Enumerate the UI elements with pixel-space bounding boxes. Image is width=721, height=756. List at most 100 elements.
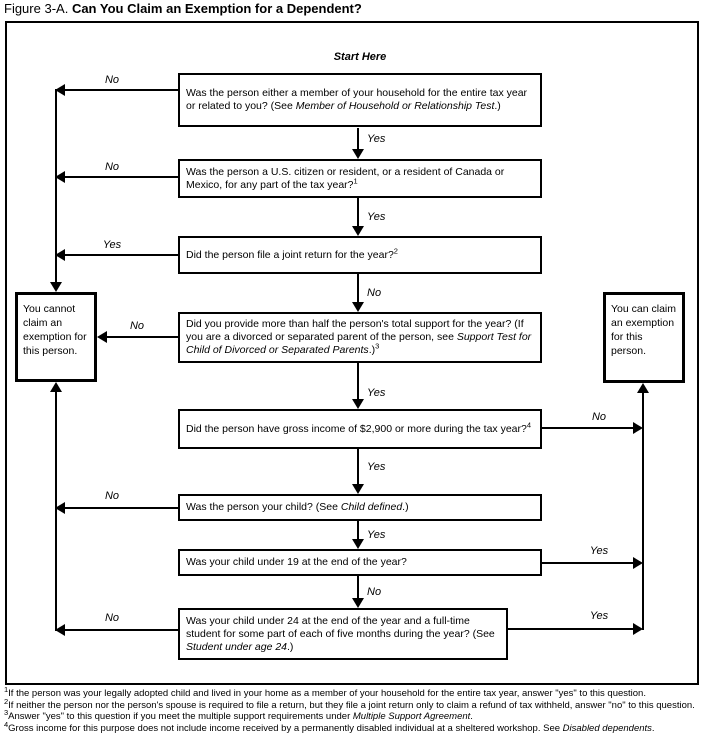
box-citizen-test-text: Was the person a U.S. citizen or residen… [186,166,534,192]
connector-q5-q6-arrowhead [352,484,364,494]
figure-title: Figure 3-A. Can You Claim an Exemption f… [4,1,362,16]
footnote-3-end: . [470,711,473,722]
footnote-3-number: 3 [4,707,9,717]
footnote-2-number: 2 [4,696,9,706]
arrow-q2-no-arrowhead [55,171,65,183]
text-segment-italic: Student under age 24 [186,640,288,653]
connector-q7-q8-line [357,576,359,600]
label-q1-no: No [104,74,120,86]
label-q6-no: No [104,490,120,502]
arrow-q8-yes-line [508,628,634,630]
box-gross-income: Did the person have gross income of $2,9… [178,409,542,449]
box-under-24-student-text: Was your child under 24 at the end of th… [186,615,500,654]
connector-q1-q2-line [357,128,359,151]
footnote-1-number: 1 [4,684,9,694]
label-q7-no: No [367,586,382,598]
connector-q6-q7-arrowhead [352,539,364,549]
left-rail-upper-line [55,89,57,284]
footnote-4-text: Gross income for this purpose does not i… [8,722,563,734]
arrow-q5-no-arrowhead [633,422,643,434]
arrow-q3-yes-arrowhead [55,249,65,261]
arrow-q8-no-line [64,629,178,631]
text-segment: Did the person have gross income of $2,9… [186,422,527,435]
label-q4-no: No [129,320,145,332]
text-segment: .) [368,344,376,356]
connector-q4-q5-line [357,363,359,401]
arrow-q7-yes-line [542,562,634,564]
connector-q6-q7-line [357,521,359,541]
figure-number: Figure 3-A. [4,1,69,16]
footnote-4: 4Gross income for this purpose does not … [4,720,718,735]
box-household-test-text: Was the person either a member of your h… [186,87,534,113]
figure-title-text: Can You Claim an Exemption for a Depende… [71,1,362,16]
footnote-1-text: If the person was your legally adopted c… [8,688,646,699]
box-support-test: Did you provide more than half the perso… [178,312,542,363]
arrow-q5-no-line [542,427,634,429]
footnote-2: 2If neither the person nor the person's … [4,697,718,712]
text-segment: Was the person a U.S. citizen or residen… [186,165,505,191]
box-can-claim-text: You can claim an exemption for this pers… [611,303,676,357]
box-gross-income-text: Did the person have gross income of $2,9… [186,420,532,436]
connector-q2-q3-line [357,198,359,228]
arrow-q1-no-line [64,89,178,91]
arrow-q7-yes-arrowhead [633,557,643,569]
text-segment: Did the person file a joint return for t… [186,248,394,261]
right-rail-arrowhead [637,383,649,393]
label-q2-yes: Yes [367,211,386,223]
arrow-q6-no-arrowhead [55,502,65,514]
arrow-q8-yes-arrowhead [633,623,643,635]
text-segment: Was the person either a member of your h… [186,87,528,112]
footnote-ref: 4 [526,420,532,429]
label-q8-no: No [104,612,120,624]
arrow-q8-no-arrowhead [55,624,65,636]
box-joint-return-text: Did the person file a joint return for t… [186,247,398,262]
box-support-test-text: Did you provide more than half the perso… [186,318,534,357]
box-under-24-student: Was your child under 24 at the end of th… [178,608,508,660]
text-segment-italic: Child defined [340,501,403,513]
box-cannot-claim: You cannot claim an exemption for this p… [15,292,97,382]
footnote-3: 3Answer "yes" to this question if you me… [4,707,718,723]
arrow-q4-no-arrowhead [97,331,107,343]
label-q3-yes: Yes [102,239,122,251]
arrow-q3-yes-line [64,254,178,256]
connector-q2-q3-arrowhead [352,226,364,236]
box-citizen-test: Was the person a U.S. citizen or residen… [178,159,542,198]
label-q3-no: No [367,287,382,299]
footnote-1: 1If the person was your legally adopted … [4,684,718,700]
text-segment-italic: Member of Household or Relationship Test [295,100,495,112]
right-rail-line [642,392,644,630]
label-q7-yes: Yes [589,545,609,557]
footnote-ref: 1 [353,176,358,185]
left-rail-lower-arrowhead [50,382,62,392]
arrow-q1-no-arrowhead [55,84,65,96]
connector-q7-q8-arrowhead [352,598,364,608]
connector-q3-q4-arrowhead [352,302,364,312]
text-segment: .) [494,100,501,112]
text-segment: Did you provide more than half the perso… [186,318,524,343]
box-cannot-claim-text: You cannot claim an exemption for this p… [23,303,87,357]
box-child-test-text: Was the person your child? (See Child de… [186,501,409,514]
flowchart-canvas: Start Here Was the person either a membe… [5,21,699,685]
label-q1-yes: Yes [367,133,386,145]
footnotes: 1If the person was your legally adopted … [4,684,718,735]
label-q6-yes: Yes [367,529,386,541]
start-here-label: Start Here [333,51,387,63]
label-q8-yes: Yes [589,610,609,622]
footnote-4-end: . [651,722,655,734]
footnote-2-text: If neither the person nor the person's s… [8,699,695,711]
text-segment: .) [402,501,409,513]
label-q5-yes: Yes [367,461,386,473]
text-segment-italic: Support Test for Child of Divorced or Se… [186,331,532,356]
box-household-test: Was the person either a member of your h… [178,73,542,127]
footnote-4-number: 4 [4,719,9,729]
connector-q3-q4-line [357,274,359,304]
label-q5-no: No [591,411,607,423]
label-q4-yes: Yes [367,387,386,399]
arrow-q6-no-line [64,507,178,509]
arrow-q2-no-line [64,176,178,178]
box-can-claim: You can claim an exemption for this pers… [603,292,685,383]
left-rail-upper-arrowhead [50,282,62,292]
box-under-19: Was your child under 19 at the end of th… [178,549,542,576]
text-segment: .) [287,640,294,653]
